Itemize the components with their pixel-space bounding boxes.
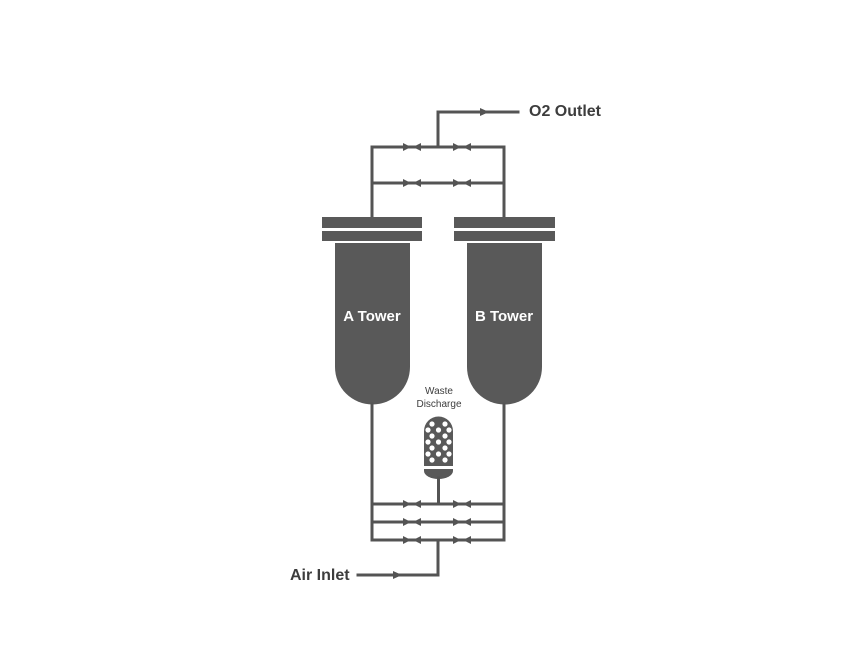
bottom-valve-manifold bbox=[370, 500, 506, 544]
valve-icon bbox=[403, 143, 421, 151]
valve-icon bbox=[403, 536, 471, 544]
valve-icon bbox=[403, 179, 421, 187]
waste-discharge-muffler-icon bbox=[424, 416, 453, 506]
air-inlet-label: Air Inlet bbox=[290, 567, 350, 584]
air-inlet-pipe bbox=[356, 538, 440, 579]
top-valve-manifold bbox=[370, 143, 506, 220]
valve-icon bbox=[403, 518, 471, 526]
valve-icon bbox=[453, 143, 471, 151]
waste-discharge-label: Waste Discharge bbox=[416, 386, 462, 410]
flow-arrow-icon bbox=[393, 571, 402, 579]
tower-a bbox=[322, 217, 422, 405]
valve-icon bbox=[453, 179, 471, 187]
flow-arrow-icon bbox=[480, 108, 489, 116]
oxygen-outlet-pipe bbox=[436, 108, 520, 149]
tower-b bbox=[454, 217, 555, 405]
tower-a-label: A Tower bbox=[343, 308, 401, 325]
valve-icon bbox=[403, 500, 471, 508]
oxygen-outlet-label: O2 Outlet bbox=[529, 103, 602, 120]
tower-b-label: B Tower bbox=[474, 308, 534, 325]
